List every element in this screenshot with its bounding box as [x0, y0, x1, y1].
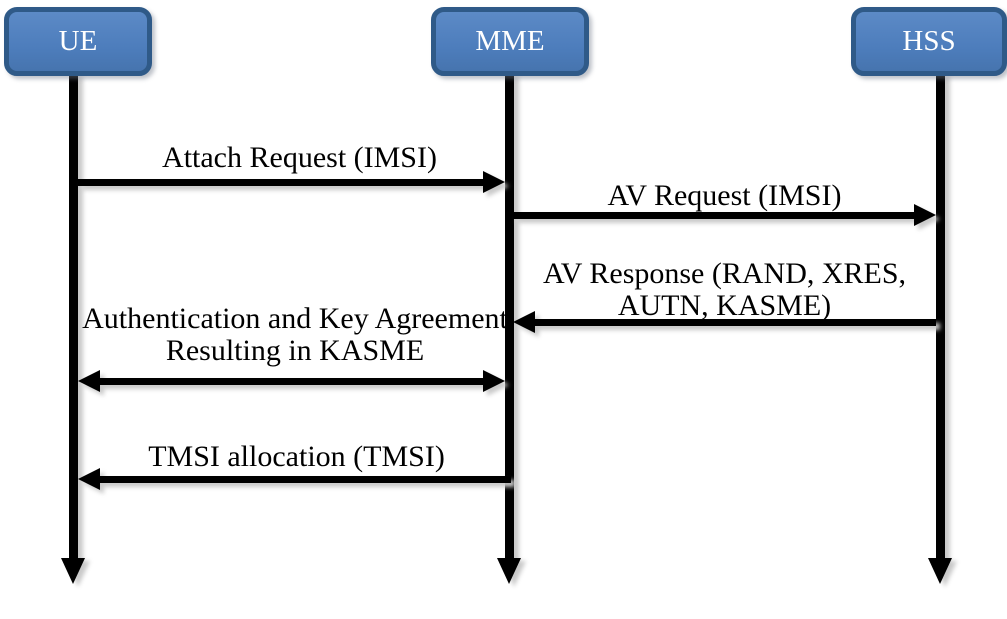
arrowhead-right-icon [483, 370, 505, 392]
message-arrow-av-request [513, 204, 936, 226]
actor-box-hss: HSS [851, 7, 1007, 76]
message-arrow-tmsi-allocation [78, 468, 511, 490]
message-label-attach-request: Attach Request (IMSI) [162, 141, 437, 174]
message-label-av-request: AV Request (IMSI) [607, 179, 842, 212]
arrow-shaft [535, 318, 936, 326]
arrow-shaft [78, 178, 483, 186]
lifeline-mme [497, 74, 521, 584]
message-label-authentication-key-agreement: Authentication and Key Agreement Resulti… [82, 302, 508, 367]
actor-label-mme: MME [475, 25, 545, 57]
message-arrow-authentication-key-agreement [78, 370, 505, 392]
arrow-shaft [100, 475, 511, 483]
arrow-shaft [513, 211, 914, 219]
actor-box-mme: MME [431, 7, 589, 76]
actor-label-hss: HSS [902, 25, 956, 57]
lifeline-shaft [935, 74, 945, 558]
arrow-shaft [100, 377, 483, 385]
lifeline-ue [61, 74, 85, 584]
lifeline-hss [928, 74, 952, 584]
lifeline-arrowhead-down-icon [61, 558, 85, 584]
message-arrow-attach-request [78, 171, 505, 193]
message-label-av-response: AV Response (RAND, XRES, AUTN, KASME) [542, 257, 907, 322]
message-arrow-av-response [513, 311, 936, 333]
lifeline-shaft [68, 74, 78, 558]
actor-label-ue: UE [58, 25, 98, 57]
arrowhead-left-icon [78, 370, 100, 392]
arrowhead-right-icon [483, 171, 505, 193]
lifeline-shaft [504, 74, 514, 558]
lifeline-arrowhead-down-icon [928, 558, 952, 584]
actor-box-ue: UE [4, 7, 152, 76]
arrowhead-left-icon [513, 311, 535, 333]
arrowhead-left-icon [78, 468, 100, 490]
arrowhead-right-icon [914, 204, 936, 226]
message-label-tmsi-allocation: TMSI allocation (TMSI) [148, 440, 445, 473]
lifeline-arrowhead-down-icon [497, 558, 521, 584]
